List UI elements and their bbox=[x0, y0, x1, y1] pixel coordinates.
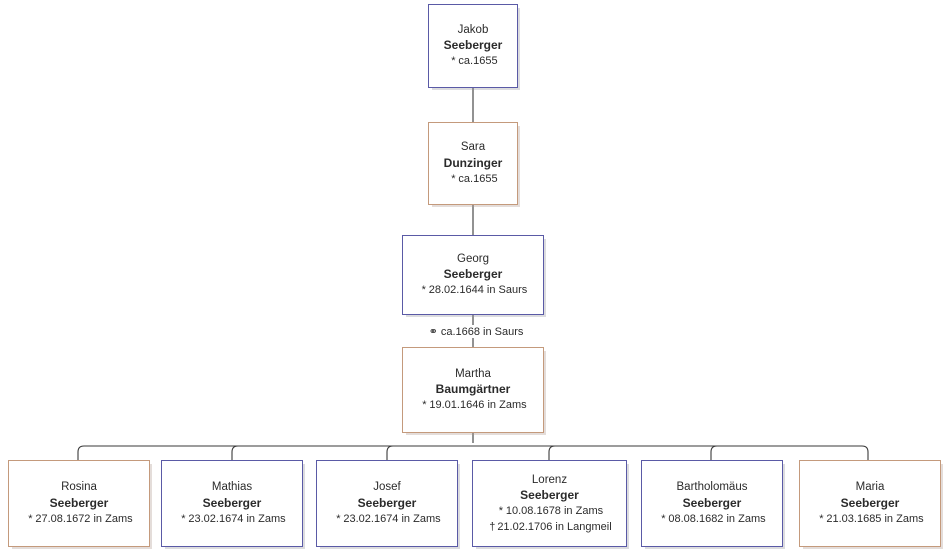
person-birth-event: *08.08.1682 in Zams bbox=[658, 513, 765, 527]
birth-symbol-icon: * bbox=[336, 512, 341, 525]
birth-text: 23.02.1674 in Zams bbox=[343, 512, 441, 525]
person-birth-event: *23.02.1674 in Zams bbox=[178, 513, 285, 527]
birth-symbol-icon: * bbox=[28, 512, 33, 525]
marriage-text: ca.1668 in Saurs bbox=[440, 326, 524, 338]
person-surname: Seeberger bbox=[443, 38, 503, 53]
person-birth-event: *10.08.1678 in Zams bbox=[496, 505, 603, 519]
person-surname: Seeberger bbox=[49, 495, 109, 510]
birth-symbol-icon: * bbox=[819, 512, 824, 525]
birth-text: 10.08.1678 in Zams bbox=[505, 504, 604, 517]
person-birth-event: *ca.1655 bbox=[448, 55, 497, 69]
person-surname: Seeberger bbox=[443, 267, 503, 282]
birth-text: 21.03.1685 in Zams bbox=[826, 512, 924, 525]
person-birth-event: *21.03.1685 in Zams bbox=[816, 513, 923, 527]
person-given-name: Lorenz bbox=[531, 473, 568, 486]
birth-text: ca.1655 bbox=[458, 172, 498, 185]
person-death-event: †21.02.1706 in Langmeil bbox=[487, 521, 611, 535]
person-given-name: Maria bbox=[855, 481, 885, 494]
person-card-sara[interactable]: Sara Dunzinger *ca.1655 bbox=[428, 122, 518, 205]
birth-symbol-icon: * bbox=[498, 504, 504, 517]
person-given-name: Bartholomäus bbox=[676, 481, 748, 494]
person-birth-event: *23.02.1674 in Zams bbox=[333, 513, 440, 527]
person-given-name: Sara bbox=[460, 141, 486, 154]
marriage-symbol-icon: ⚭ bbox=[428, 326, 438, 338]
person-card-josef[interactable]: Josef Seeberger *23.02.1674 in Zams bbox=[316, 460, 458, 547]
person-given-name: Rosina bbox=[61, 481, 97, 494]
person-given-name: Jakob bbox=[457, 23, 489, 36]
person-surname: Seeberger bbox=[840, 495, 900, 510]
birth-text: 28.02.1644 in Saurs bbox=[428, 284, 528, 297]
person-birth-event: *28.02.1644 in Saurs bbox=[419, 284, 528, 298]
person-card-rosina[interactable]: Rosina Seeberger *27.08.1672 in Zams bbox=[8, 460, 150, 547]
person-given-name: Georg bbox=[457, 252, 489, 265]
person-birth-event: *ca.1655 bbox=[448, 173, 497, 187]
person-birth-event: *27.08.1672 in Zams bbox=[25, 513, 132, 527]
person-surname: Seeberger bbox=[520, 487, 579, 502]
person-surname: Dunzinger bbox=[443, 155, 503, 170]
birth-text: 19.01.1646 in Zams bbox=[429, 399, 527, 412]
person-card-georg[interactable]: Georg Seeberger *28.02.1644 in Saurs bbox=[402, 235, 544, 315]
death-text: 21.02.1706 in Langmeil bbox=[497, 520, 612, 533]
birth-symbol-icon: * bbox=[181, 512, 186, 525]
person-card-jakob[interactable]: Jakob Seeberger *ca.1655 bbox=[428, 4, 518, 88]
birth-text: ca.1655 bbox=[458, 55, 498, 68]
birth-symbol-icon: * bbox=[661, 512, 666, 525]
person-card-bartholomaeus[interactable]: Bartholomäus Seeberger *08.08.1682 in Za… bbox=[641, 460, 783, 547]
death-symbol-icon: † bbox=[489, 520, 496, 533]
person-birth-event: *19.01.1646 in Zams bbox=[419, 399, 526, 413]
birth-text: 27.08.1672 in Zams bbox=[35, 512, 133, 525]
person-surname: Seeberger bbox=[202, 495, 262, 510]
person-given-name: Martha bbox=[455, 367, 491, 380]
person-surname: Seeberger bbox=[357, 495, 417, 510]
marriage-label: ⚭ca.1668 in Saurs bbox=[404, 325, 548, 338]
person-surname: Baumgärtner bbox=[435, 382, 511, 397]
person-given-name: Josef bbox=[373, 481, 401, 494]
person-card-maria[interactable]: Maria Seeberger *21.03.1685 in Zams bbox=[799, 460, 941, 547]
birth-symbol-icon: * bbox=[421, 284, 426, 297]
person-surname: Seeberger bbox=[682, 495, 742, 510]
birth-symbol-icon: * bbox=[451, 172, 456, 185]
person-card-mathias[interactable]: Mathias Seeberger *23.02.1674 in Zams bbox=[161, 460, 303, 547]
birth-text: 23.02.1674 in Zams bbox=[188, 512, 286, 525]
birth-symbol-icon: * bbox=[451, 55, 456, 68]
person-given-name: Mathias bbox=[211, 481, 253, 494]
birth-text: 08.08.1682 in Zams bbox=[668, 512, 766, 525]
birth-symbol-icon: * bbox=[422, 399, 427, 412]
person-card-martha[interactable]: Martha Baumgärtner *19.01.1646 in Zams bbox=[402, 347, 544, 433]
person-card-lorenz[interactable]: Lorenz Seeberger *10.08.1678 in Zams †21… bbox=[472, 460, 627, 547]
